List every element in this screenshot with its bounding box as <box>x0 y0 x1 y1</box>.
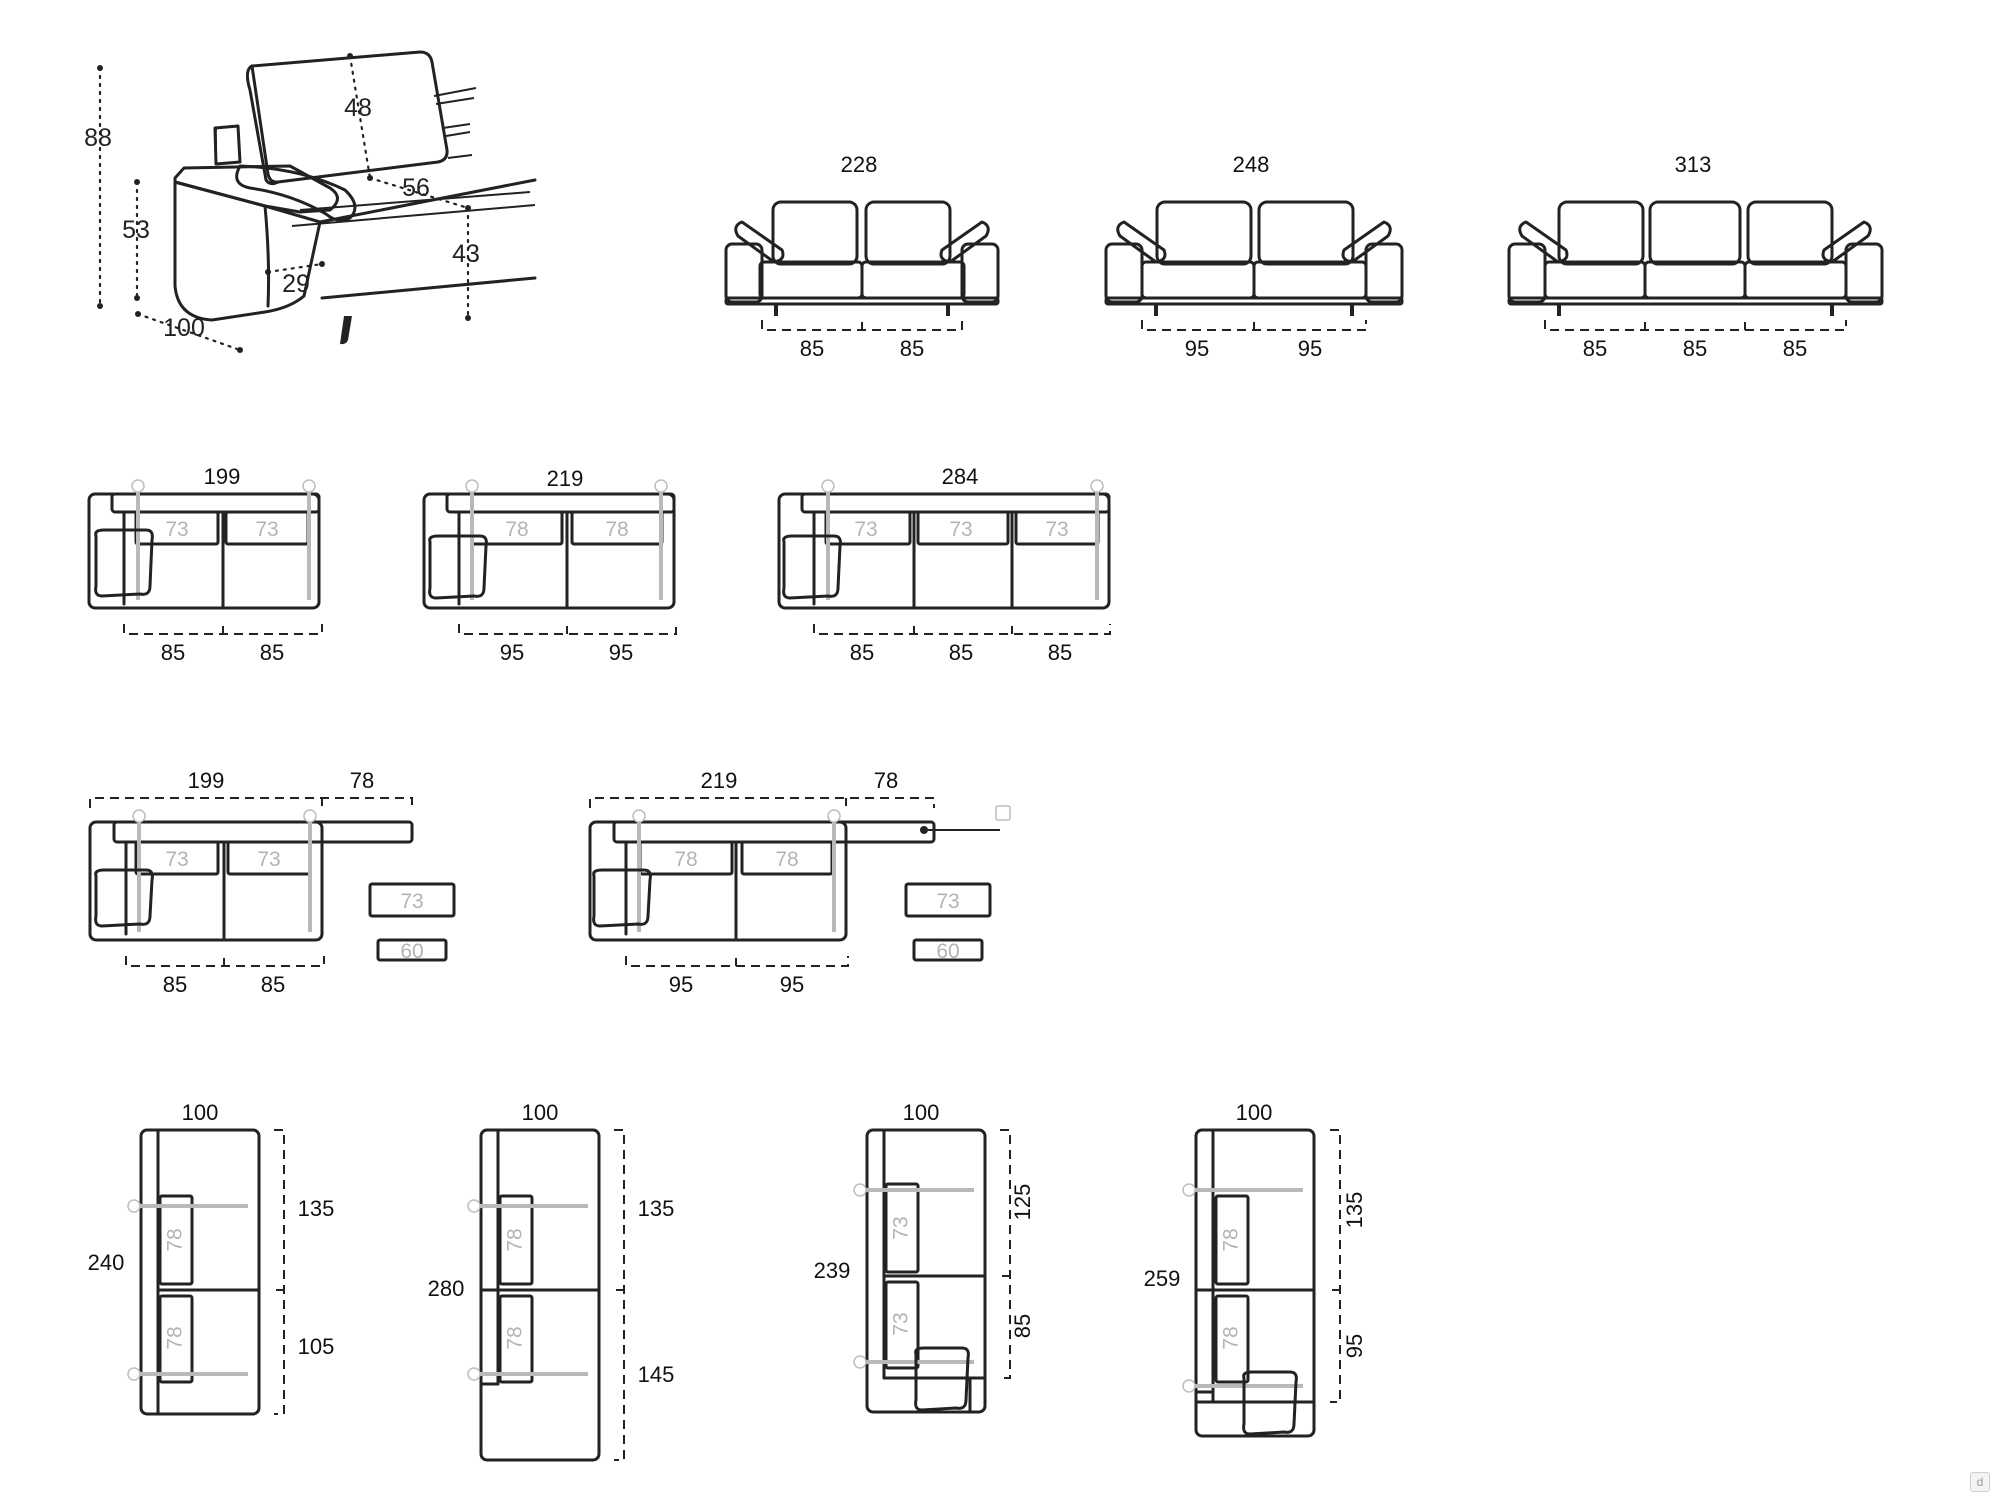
d-logo-icon: d <box>1970 1472 1990 1492</box>
seat-depth-label: 78 <box>605 518 628 541</box>
shelf-plan-219: 219 78 78 78 73 60 95 95 <box>588 768 1011 997</box>
plan-total-label: 219 <box>547 466 584 491</box>
chaise-length-label: 239 <box>814 1258 851 1283</box>
chaise-part-label: 85 <box>1010 1314 1035 1338</box>
shelf-plan-199: 199 78 73 73 73 60 85 85 <box>88 768 456 997</box>
side-table-label: 73 <box>400 890 423 913</box>
plan-total-label: 199 <box>204 464 241 489</box>
seat-depth-label: 78 <box>504 1326 527 1349</box>
chaise-length-label: 259 <box>1144 1266 1181 1291</box>
module-width-label: 95 <box>609 640 633 665</box>
plan-total-label: 219 <box>701 768 738 793</box>
seat-depth-label: 78 <box>164 1326 187 1349</box>
module-width-label: 85 <box>261 972 285 997</box>
chaise-part-label: 135 <box>298 1196 335 1221</box>
module-width-label: 85 <box>161 640 185 665</box>
seat-depth-label: 78 <box>504 1228 527 1251</box>
chaise-width-label: 100 <box>522 1100 559 1125</box>
seat-depth-label: 73 <box>255 518 278 541</box>
plan-view-284: 284 73 73 73 85 85 85 <box>777 464 1111 665</box>
arm-width-label: 29 <box>282 270 310 298</box>
depth-label: 100 <box>163 314 205 342</box>
front-total-label: 248 <box>1233 152 1270 177</box>
chaise-part-label: 95 <box>1342 1334 1367 1358</box>
plan-total-label: 284 <box>942 464 979 489</box>
module-width-label: 85 <box>1583 336 1607 361</box>
seat-depth-label: 73 <box>165 518 188 541</box>
plan-view-219: 219 78 78 95 95 <box>422 466 677 665</box>
module-width-label: 85 <box>900 336 924 361</box>
module-width-label: 95 <box>500 640 524 665</box>
module-width-label: 85 <box>1048 640 1072 665</box>
side-table-label: 73 <box>936 890 959 913</box>
module-width-label: 85 <box>949 640 973 665</box>
module-width-label: 85 <box>850 640 874 665</box>
module-width-label: 85 <box>260 640 284 665</box>
seat-depth-label: 73 <box>890 1312 913 1335</box>
chaise-part-label: 125 <box>1010 1184 1035 1221</box>
chaise-part-label: 105 <box>298 1334 335 1359</box>
chaise-part-label: 135 <box>1342 1192 1367 1229</box>
module-width-label: 85 <box>1783 336 1807 361</box>
module-width-label: 95 <box>1298 336 1322 361</box>
seat-depth-label: 78 <box>164 1228 187 1251</box>
perspective-view: 88 48 56 53 43 29 100 <box>84 50 537 353</box>
seat-depth-label: 73 <box>949 518 972 541</box>
seat-depth-label: 78 <box>674 848 697 871</box>
side-table-label: 60 <box>400 940 423 963</box>
front-view-3-seat-85: 313 85 85 85 <box>1507 152 1884 361</box>
module-width-label: 95 <box>1185 336 1209 361</box>
seat-depth-label: 73 <box>854 518 877 541</box>
front-view-2-seat-95: 248 95 95 <box>1104 152 1404 361</box>
seat-height-label: 43 <box>452 240 480 268</box>
arm-height-label: 53 <box>122 216 150 244</box>
module-width-label: 95 <box>669 972 693 997</box>
seat-depth-label: 73 <box>1045 518 1068 541</box>
chaise-part-label: 135 <box>638 1196 675 1221</box>
chaise-plan-280: 100 78 78 135 145 280 <box>428 1100 675 1462</box>
seat-depth-label: 56 <box>402 174 430 202</box>
plan-total-label: 199 <box>188 768 225 793</box>
chaise-length-label: 280 <box>428 1276 465 1301</box>
chaise-plan-259: 100 78 78 135 95 259 <box>1144 1100 1367 1438</box>
chaise-length-label: 240 <box>88 1250 125 1275</box>
shelf-width-label: 78 <box>874 768 898 793</box>
side-table-label: 60 <box>936 940 959 963</box>
chaise-plan-239: 100 73 73 125 85 239 <box>814 1100 1035 1414</box>
seat-depth-label: 73 <box>165 848 188 871</box>
seat-depth-label: 78 <box>1220 1326 1243 1349</box>
module-width-label: 85 <box>1683 336 1707 361</box>
height-total-label: 88 <box>84 124 112 152</box>
seat-depth-label: 78 <box>775 848 798 871</box>
backrest-label: 48 <box>344 94 372 122</box>
seat-depth-label: 78 <box>1220 1228 1243 1251</box>
seat-depth-label: 78 <box>505 518 528 541</box>
seat-depth-label: 73 <box>257 848 280 871</box>
front-total-label: 313 <box>1675 152 1712 177</box>
chaise-width-label: 100 <box>903 1100 940 1125</box>
plan-view-199: 199 73 73 85 85 <box>87 464 323 665</box>
chaise-part-label: 145 <box>638 1362 675 1387</box>
module-width-label: 85 <box>163 972 187 997</box>
chaise-width-label: 100 <box>1236 1100 1273 1125</box>
seat-depth-label: 73 <box>890 1216 913 1239</box>
module-width-label: 95 <box>780 972 804 997</box>
module-width-label: 85 <box>800 336 824 361</box>
chaise-plan-240: 100 78 78 135 105 240 <box>88 1100 335 1416</box>
chaise-width-label: 100 <box>182 1100 219 1125</box>
front-total-label: 228 <box>841 152 878 177</box>
front-view-2-seat-85: 228 85 85 <box>724 152 1000 361</box>
shelf-width-label: 78 <box>350 768 374 793</box>
